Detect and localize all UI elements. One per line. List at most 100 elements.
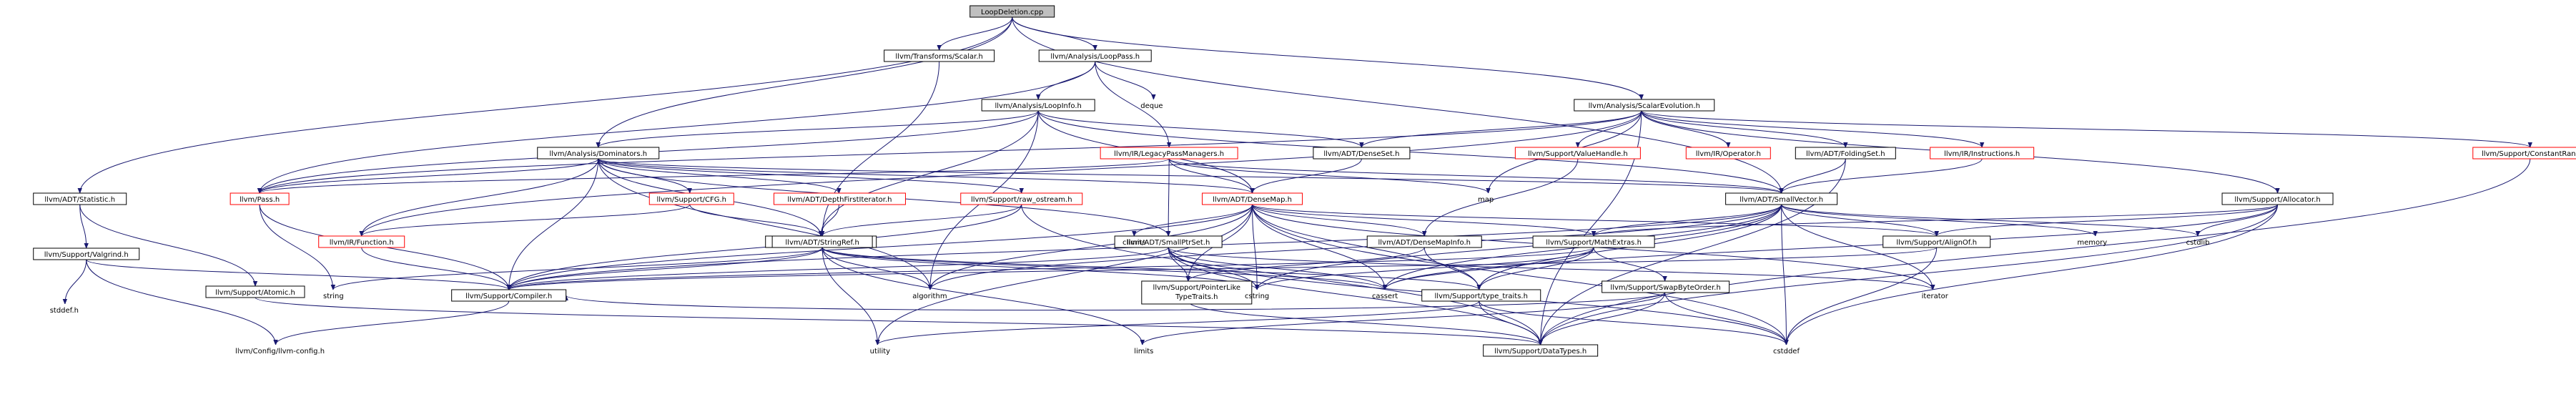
node-dominators[interactable]: llvm/Analysis/Dominators.h	[537, 147, 660, 160]
include-edge-small_ptr_set-to-iterator	[1168, 247, 1933, 290]
include-edge-allocator-to-cstddef	[1786, 204, 2279, 345]
node-small-vector[interactable]: llvm/ADT/SmallVector.h	[1725, 192, 1838, 205]
node-atomic[interactable]: llvm/Support/Atomic.h	[205, 285, 305, 298]
edge	[1134, 204, 1253, 237]
edge	[1168, 158, 1169, 236]
node-valgrind[interactable]: llvm/Support/Valgrind.h	[33, 247, 140, 260]
edge	[1252, 204, 1425, 237]
node-value-handle[interactable]: llvm/Support/ValueHandle.h	[1514, 147, 1641, 160]
node-box	[2221, 192, 2334, 205]
edge	[821, 247, 1143, 345]
include-edge-small_ptr_set-to-cassert	[1168, 247, 1385, 290]
include-edge-scalar_evolution-to-instructions	[1641, 110, 1982, 148]
include-edge-root-to-statistic	[80, 16, 1013, 193]
node-box	[1483, 344, 1599, 357]
node-allocator[interactable]: llvm/Support/Allocator.h	[2221, 192, 2334, 205]
edge	[1037, 110, 1361, 148]
edge	[79, 204, 87, 248]
include-edge-dense_map-to-math_extras	[1252, 204, 1594, 237]
include-edge-dense_map-to-cstring	[1252, 204, 1258, 290]
node-dense-map-info[interactable]: llvm/ADT/DenseMapInfo.h	[1366, 235, 1482, 248]
include-edge-transforms_scalar-to-string_ref	[822, 61, 940, 236]
node-box	[1366, 235, 1482, 248]
include-edge-small_vector-to-iterator	[1781, 204, 1933, 290]
node-compiler[interactable]: llvm/Support/Compiler.h	[451, 289, 567, 302]
include-edge-loop_info-to-graph_traits	[821, 110, 1039, 236]
edge	[65, 259, 87, 304]
include-edge-dense_map-to-climits	[1134, 204, 1253, 237]
node-align-of[interactable]: llvm/Support/AlignOf.h	[1882, 235, 1991, 248]
node-box	[884, 49, 995, 62]
node-loop-pass[interactable]: llvm/Analysis/LoopPass.h	[1038, 49, 1152, 62]
node-pass[interactable]: llvm/Pass.h	[230, 192, 290, 205]
edge	[930, 204, 1253, 290]
node-label: llvm/IR/Instructions.h	[1944, 150, 2020, 158]
edge	[1385, 204, 2279, 290]
node-label: llvm/Support/ConstantRange.h	[2482, 150, 2576, 158]
edge	[1252, 204, 1937, 237]
node-transforms-scalar[interactable]: llvm/Transforms/Scalar.h	[884, 49, 995, 62]
include-edge-dominators-to-small_vector	[598, 158, 1782, 194]
edge	[1664, 292, 1787, 345]
node-cfg[interactable]: llvm/Support/CFG.h	[648, 192, 734, 205]
include-edge-dominators-to-compiler	[509, 158, 599, 290]
include-edge-raw_ostream-to-string_ref	[822, 204, 1022, 237]
edge	[509, 204, 1253, 290]
node-legacy-pass-managers[interactable]: llvm/IR/LegacyPassManagers.h	[1100, 147, 1238, 160]
include-edge-allocator-to-math_extras	[1594, 204, 2279, 237]
node-string-ref[interactable]: llvm/ADT/StringRef.h	[771, 235, 873, 248]
node-depth-first-iterator[interactable]: llvm/ADT/DepthFirstIterator.h	[773, 192, 906, 205]
include-edge-legacy_pass_managers-to-map	[1168, 158, 1488, 194]
node-swap-byte-order[interactable]: llvm/Support/SwapByteOrder.h	[1602, 280, 1730, 293]
edge	[1479, 300, 1787, 345]
node-raw-ostream[interactable]: llvm/Support/raw_ostream.h	[960, 192, 1083, 205]
node-map: map	[1478, 196, 1494, 204]
include-edge-compiler-to-llvm_config	[276, 300, 510, 345]
node-algorithm: algorithm	[912, 293, 947, 300]
node-box	[1421, 289, 1541, 302]
node-statistic[interactable]: llvm/ADT/Statistic.h	[33, 192, 127, 205]
node-llvm-config: llvm/Config/llvm-config.h	[235, 348, 325, 355]
node-label: llvm/Support/Valgrind.h	[44, 251, 129, 259]
edge	[877, 204, 1253, 345]
node-label: llvm/ADT/DenseMapInfo.h	[1378, 239, 1471, 247]
node-label: cstring	[1245, 293, 1269, 300]
node-label: llvm/ADT/FoldingSet.h	[1806, 150, 1885, 158]
include-edge-folding_set-to-small_vector	[1782, 158, 1846, 194]
edge	[259, 204, 333, 290]
edge	[361, 247, 509, 290]
node-constant-range[interactable]: llvm/Support/ConstantRange.h	[2472, 147, 2576, 160]
node-data-types[interactable]: llvm/Support/DataTypes.h	[1483, 344, 1599, 357]
include-edge-legacy_pass_managers-to-pass	[260, 158, 1170, 194]
node-dense-map[interactable]: llvm/ADT/DenseMap.h	[1202, 192, 1303, 205]
include-edge-swap_byte_order-to-limits	[1143, 292, 1666, 345]
node-loop-info[interactable]: llvm/Analysis/LoopInfo.h	[981, 99, 1095, 112]
node-dense-set[interactable]: llvm/ADT/DenseSet.h	[1313, 147, 1411, 160]
node-math-extras[interactable]: llvm/Support/MathExtras.h	[1532, 235, 1655, 248]
node-label: llvm/Support/PointerLike	[1153, 284, 1241, 292]
node-box	[1100, 147, 1238, 160]
include-edge-scalar_evolution-to-dense_set	[1361, 110, 1642, 148]
include-edge-valgrind-to-stddef_h	[65, 259, 87, 304]
node-scalar-evolution[interactable]: llvm/Analysis/ScalarEvolution.h	[1574, 99, 1715, 112]
node-small-ptr-set[interactable]: llvm/ADT/SmallPtrSet.h	[1114, 235, 1223, 248]
include-edge-loop_pass-to-pass	[260, 61, 1096, 193]
include-edge-legacy_pass_managers-to-dense_map	[1168, 158, 1252, 194]
include-edge-string_ref-to-type_traits	[821, 247, 1479, 290]
edge	[1641, 110, 1982, 148]
node-box	[1038, 49, 1152, 62]
node-type-traits[interactable]: llvm/Support/type_traits.h	[1421, 289, 1541, 302]
node-instructions[interactable]: llvm/IR/Instructions.h	[1930, 147, 2035, 160]
node-folding-set[interactable]: llvm/ADT/FoldingSet.h	[1795, 147, 1896, 160]
node-box	[537, 147, 660, 160]
node-ir-function[interactable]: llvm/IR/Function.h	[318, 235, 405, 248]
edge	[2198, 204, 2279, 237]
include-edge-legacy_pass_managers-to-small_vector	[1168, 158, 1781, 194]
node-label: llvm/Support/AlignOf.h	[1896, 239, 1977, 247]
edge	[362, 158, 599, 236]
node-operator[interactable]: llvm/IR/Operator.h	[1685, 147, 1771, 160]
edge	[1252, 204, 1258, 290]
edge	[509, 247, 823, 290]
include-edge-statistic-to-valgrind	[79, 204, 87, 248]
